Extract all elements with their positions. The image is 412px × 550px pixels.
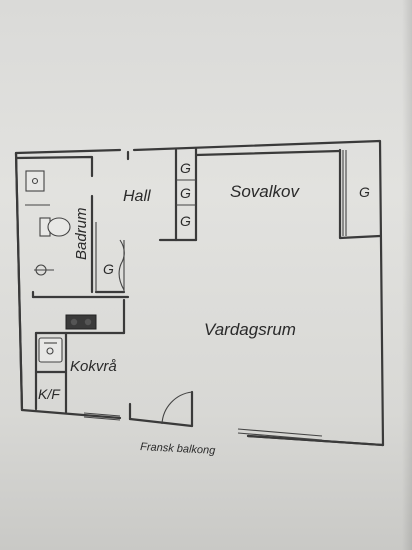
outer-wall-left [14,151,24,412]
bathroom-wardrobe [94,222,126,294]
kitchen-sink [38,337,63,363]
kitchen-counter-inner [34,331,68,374]
shower-drain [31,177,39,185]
wardrobe-label-badrum: G [103,261,114,277]
kf-box [34,370,68,414]
bathroom-wall-top [14,155,94,178]
wardrobe-label-sovalkov: G [359,184,370,200]
outer-wall-bottom-right [246,434,385,447]
room-label-badrum: Badrum [73,207,90,260]
shower-unit [25,170,45,192]
wardrobe-label-hall-1: G [180,160,191,176]
entrance-door [128,390,194,428]
balcony-window-right [237,428,323,441]
balcony-label: Fransk balkong [140,441,217,457]
balcony-window-left [83,412,121,421]
toilet-bowl [47,217,71,237]
room-label-kokvra: Kokvrå [70,358,117,375]
stove [65,314,97,330]
room-label-vardagsrum: Vardagsrum [204,320,296,339]
room-label-sovalkov: Sovalkov [230,182,300,201]
outer-wall [14,139,385,447]
room-label-kf: K/F [38,386,61,402]
bedroom-wardrobe [338,148,382,240]
bedroom-wall [194,149,342,157]
wardrobe-label-hall-2: G [180,185,191,201]
page-edge-shadow [402,0,412,550]
wardrobe-label-hall-3: G [180,213,191,229]
room-label-hall: Hall [123,188,151,205]
